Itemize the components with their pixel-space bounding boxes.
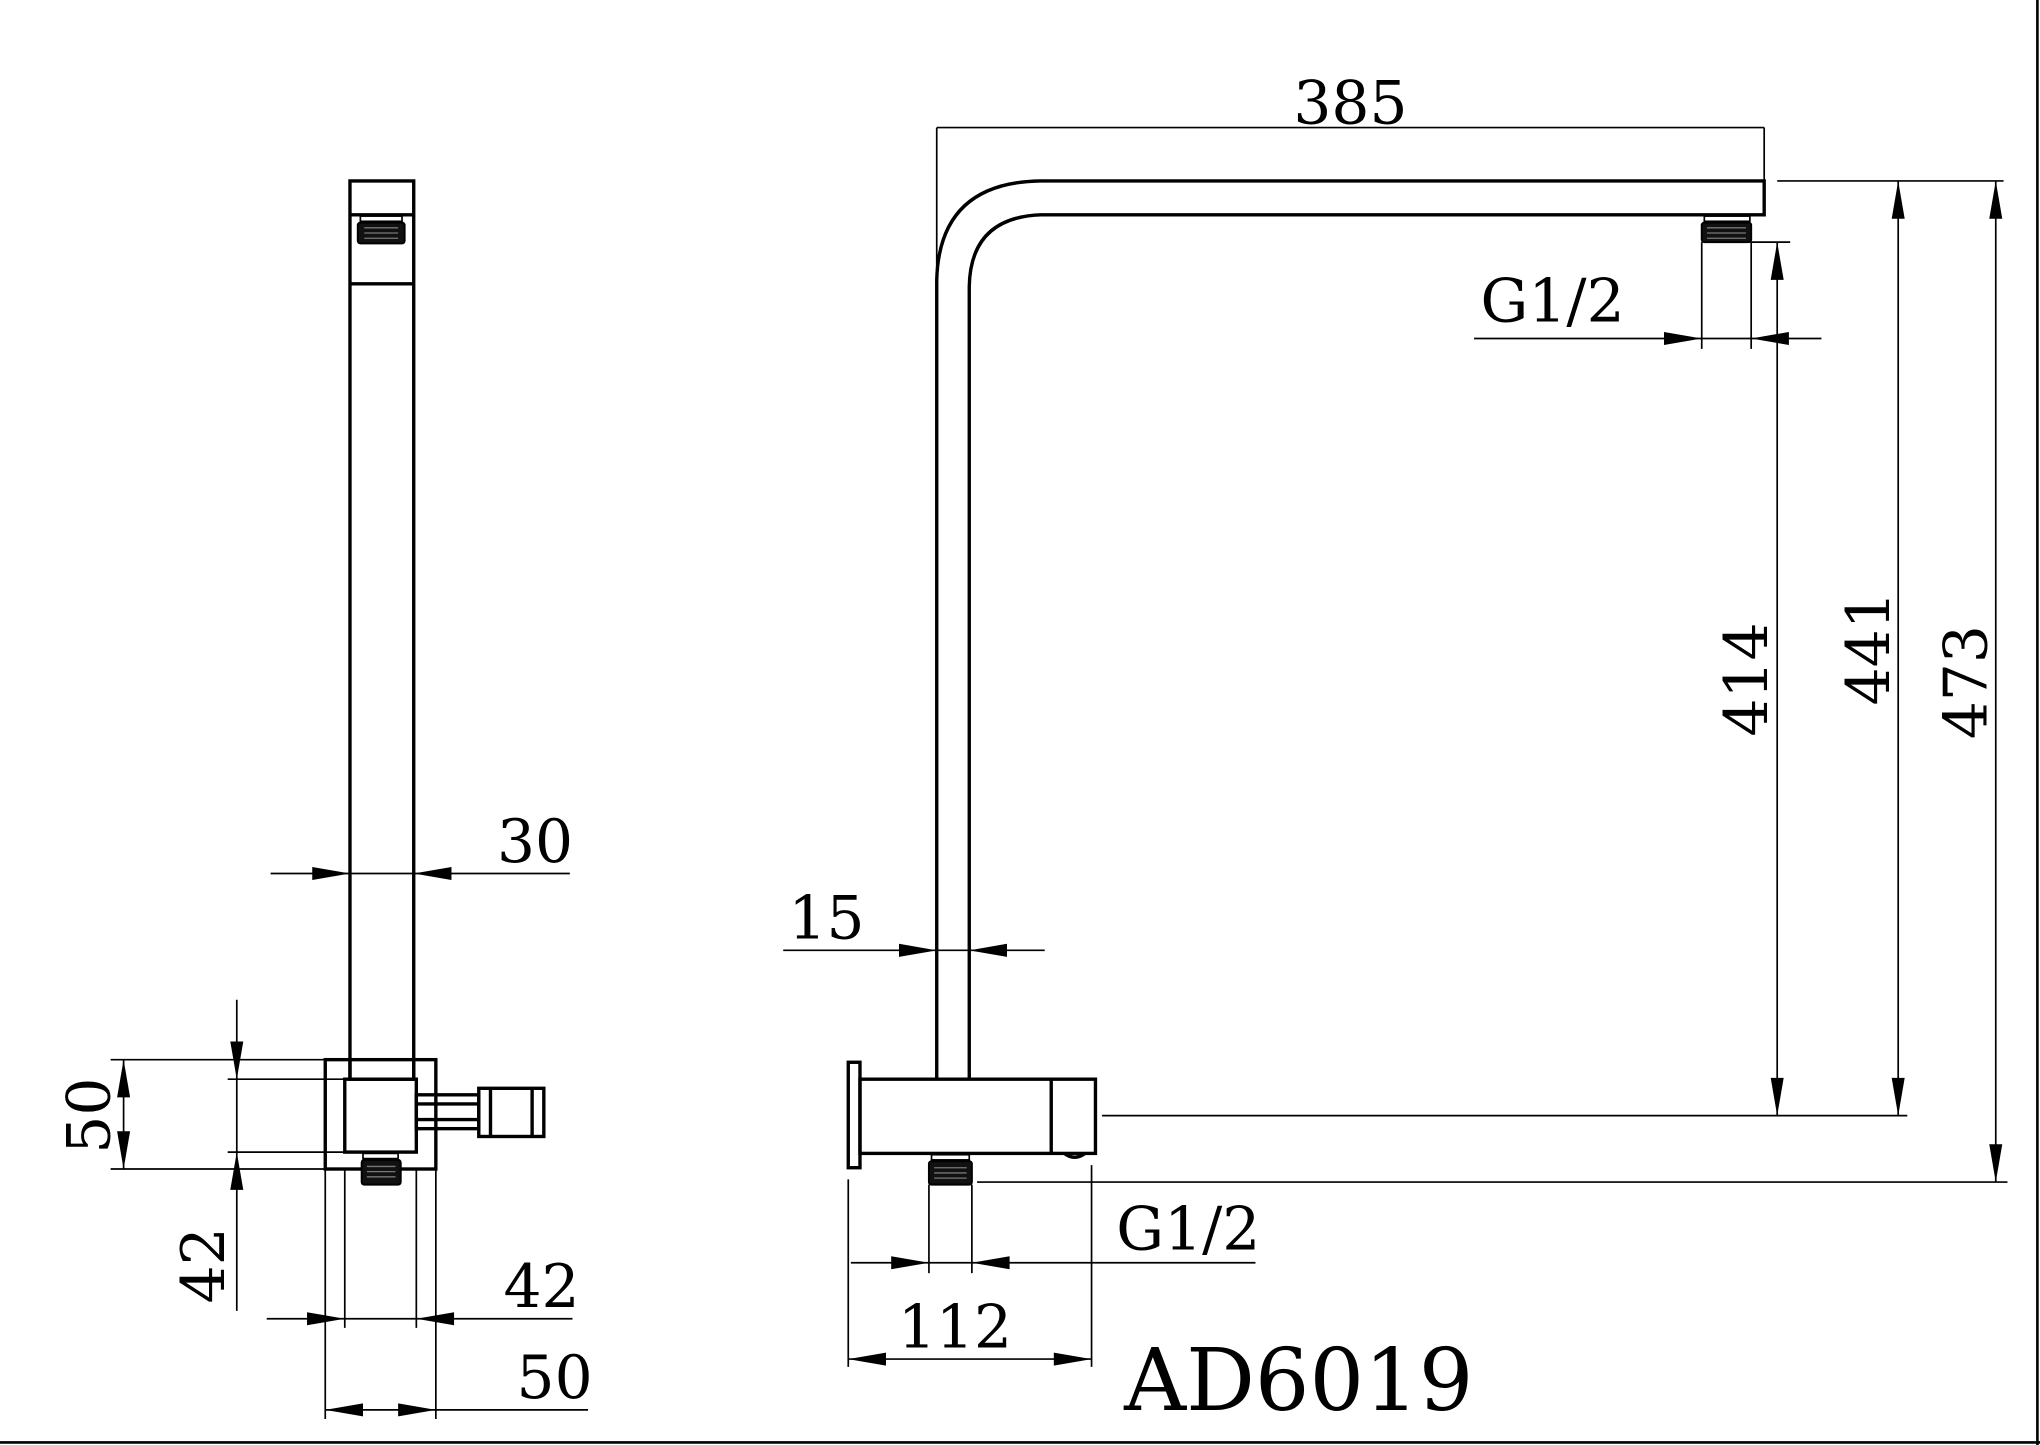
dim-inlet-thread: G1/2 — [850, 1184, 1260, 1274]
dim-label-42-vertical: 42 — [169, 1227, 239, 1303]
dim-flange-width: 50 — [324, 1169, 593, 1419]
dim-bracket-width: 42 — [266, 1169, 580, 1328]
front-view: 385 G1/2 414 441 — [783, 69, 2008, 1367]
dim-label-385: 385 — [1293, 69, 1407, 139]
dim-label-414: 414 — [1712, 622, 1782, 736]
dim-tube-width: 15 — [783, 884, 1045, 957]
model-code-title: AD6019 — [1123, 1331, 1473, 1431]
front-base-screw — [1063, 1151, 1087, 1159]
dim-height-414: 414 — [1712, 241, 1791, 1116]
front-outlet-thread-icon — [1700, 215, 1753, 244]
side-view: 30 50 42 42 — [54, 179, 593, 1419]
front-inlet-thread-icon — [927, 1153, 973, 1186]
dim-label-112: 112 — [898, 1292, 1012, 1362]
dim-label-50-vertical: 50 — [54, 1078, 124, 1154]
front-base-body — [858, 1077, 1098, 1156]
dim-label-g12-top: G1/2 — [1481, 267, 1625, 337]
dim-outlet-thread: G1/2 — [1474, 242, 1822, 349]
dim-label-15: 15 — [788, 884, 864, 954]
dim-arm-length: 385 — [935, 69, 1766, 280]
side-bracket-block — [343, 1077, 419, 1154]
front-wall-plate — [846, 1060, 862, 1170]
side-top-thread-icon — [356, 215, 406, 245]
dim-label-441: 441 — [1834, 591, 1904, 705]
side-bottom-thread-icon — [360, 1152, 402, 1186]
dim-label-g12-bottom: G1/2 — [1116, 1195, 1260, 1265]
dim-height-441: 441 — [1101, 180, 1913, 1117]
dim-flange-height: 50 — [54, 1058, 326, 1170]
dim-label-30: 30 — [497, 807, 573, 877]
dim-base-length: 112 — [847, 1165, 1093, 1367]
side-connector — [414, 1093, 481, 1131]
front-arm-body — [935, 179, 1766, 1080]
dim-label-473: 473 — [1932, 625, 2002, 739]
dim-height-473: 473 — [977, 180, 2008, 1183]
side-connector-nut — [477, 1086, 546, 1139]
dim-arm-width: 30 — [270, 807, 573, 881]
side-arm-body — [348, 179, 416, 1081]
dim-label-42-horizontal: 42 — [503, 1252, 579, 1322]
dim-label-50-horizontal: 50 — [517, 1343, 593, 1413]
dim-bracket-height: 42 — [169, 999, 345, 1311]
